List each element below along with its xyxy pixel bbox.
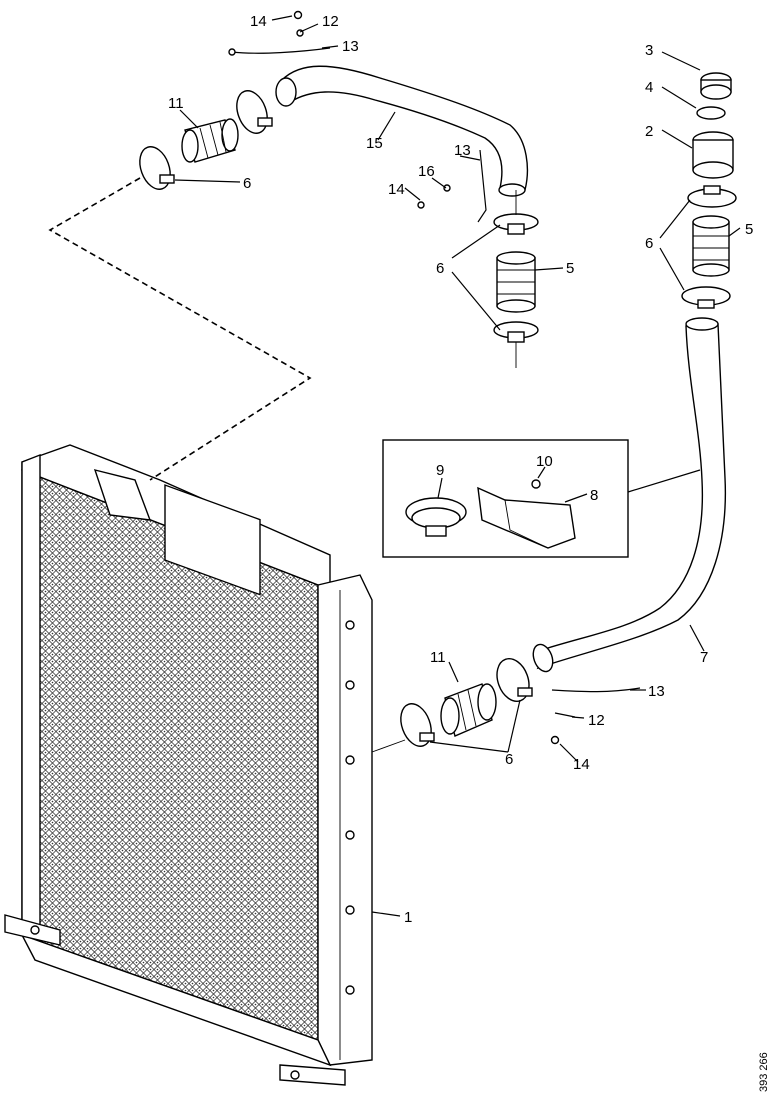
callout-13-top: 13: [342, 38, 359, 55]
callout-11-lower: 11: [430, 649, 446, 666]
radiator-side-frame: [317, 574, 373, 1066]
callout-14-top: 14: [250, 13, 267, 30]
cap-3: [700, 72, 732, 100]
drawing-code: 393 266: [758, 1052, 770, 1092]
callout-10: 10: [536, 453, 553, 470]
callout-4: 4: [645, 79, 653, 96]
callout-1: 1: [404, 909, 412, 926]
clamp-6-upper-a: [139, 146, 175, 190]
filler-neck: [93, 469, 152, 521]
callout-3: 3: [645, 42, 653, 59]
callout-6-upper-left: 6: [243, 175, 251, 192]
callout-5-right: 5: [745, 221, 753, 238]
callout-14-lower: 14: [573, 756, 590, 773]
callout-14-mid: 14: [388, 181, 405, 198]
clamp-9: [405, 497, 467, 537]
callout-6-middle: 6: [436, 260, 444, 277]
callout-5-middle: 5: [566, 260, 574, 277]
thermostat-housing-stack: [681, 72, 737, 309]
bolt-10: [531, 479, 541, 489]
bracket-13-upper: [477, 149, 487, 223]
pipe-15: [281, 65, 529, 191]
lower-hose-assembly: [371, 657, 641, 753]
callout-15: 15: [366, 135, 383, 152]
clamp-6-middle-bottom: [493, 321, 539, 343]
radiator-assembly: [4, 444, 373, 1086]
hose-5-middle: [496, 251, 536, 313]
callout-13-mid: 13: [454, 142, 471, 159]
callout-13-lower: 13: [648, 683, 665, 700]
hose-7: [532, 317, 727, 673]
hose-11-lower: [440, 683, 497, 737]
bracket-8: [477, 486, 576, 549]
callout-6-lower: 6: [505, 751, 513, 768]
callouts: 14 12 13 11 6 15 13 16 14 6 5 3 4 2 6 5 …: [168, 13, 753, 926]
callout-12-top: 12: [322, 13, 339, 30]
callout-2: 2: [645, 123, 653, 140]
clamp-6-middle-top: [493, 213, 539, 235]
clamp-6-upper-b: [236, 90, 273, 134]
housing-2: [692, 131, 734, 179]
clamp-6-right-bottom: [681, 286, 731, 309]
ring-4: [696, 106, 726, 120]
clamp-6-lower-a: [496, 657, 533, 703]
nut-14-top: [293, 10, 303, 20]
upper-hose-assembly: [139, 10, 539, 368]
callout-9: 9: [436, 462, 444, 479]
hose-11-upper: [181, 118, 239, 163]
alignment-line-upper: [48, 177, 312, 481]
hose-5-right: [692, 215, 730, 277]
callout-11-upper: 11: [168, 95, 184, 112]
callout-7: 7: [700, 649, 708, 666]
mounting-foot-right: [279, 1064, 346, 1086]
callout-16: 16: [418, 163, 435, 180]
strap-13-lower: [551, 687, 641, 693]
top-outlet-housing: [164, 484, 261, 596]
clamp-6-right-top: [687, 185, 737, 208]
radiator-left-frame: [21, 453, 41, 947]
clamp-6-lower-b: [400, 703, 435, 747]
callout-6-right: 6: [645, 235, 653, 252]
radiator-bottom-frame: [20, 933, 332, 1067]
strap-13-top: [231, 47, 331, 54]
leader-lines: [174, 15, 741, 917]
nut-14-lower: [550, 735, 560, 745]
detail-inset: [382, 439, 701, 558]
washer-12-lower: [554, 712, 576, 718]
callout-8: 8: [590, 487, 598, 504]
callout-12-lower: 12: [588, 712, 605, 729]
